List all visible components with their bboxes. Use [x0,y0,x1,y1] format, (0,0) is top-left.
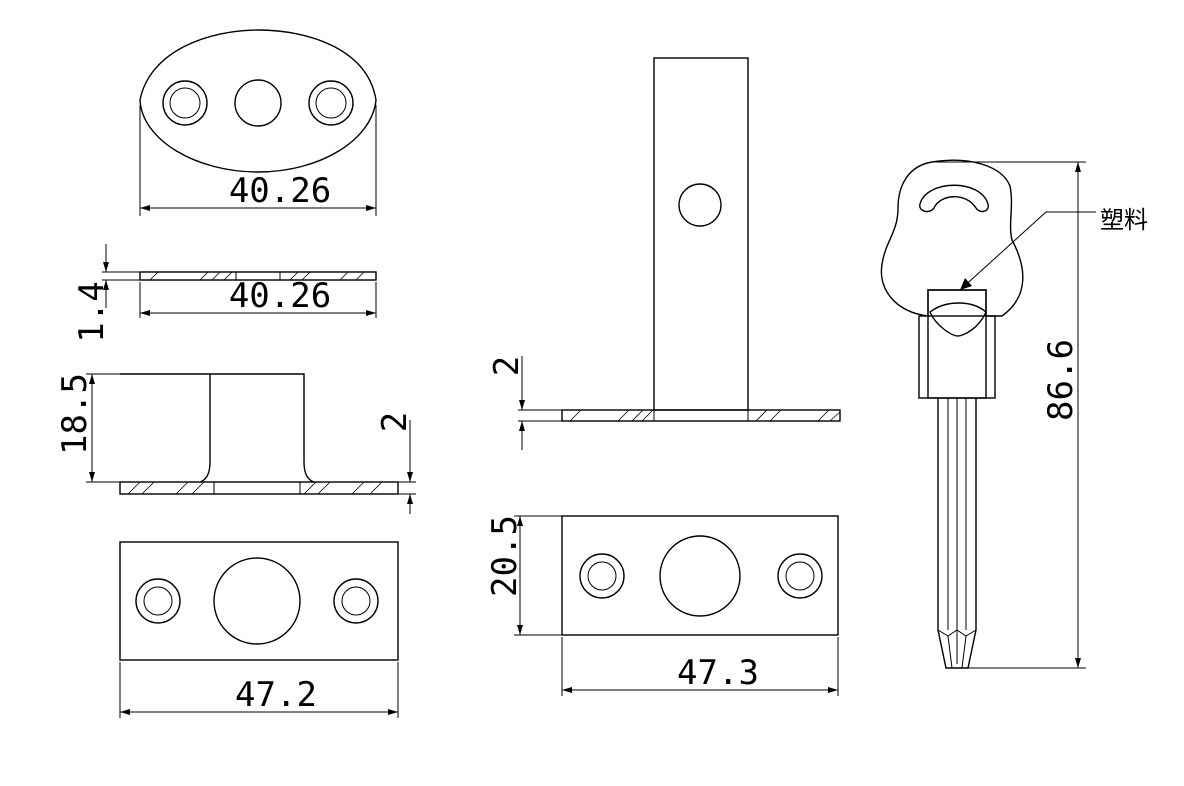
left-screw-hole [162,80,208,126]
oval-width-label: 40.26 [229,171,331,211]
sleeve-height-label: 18.5 [55,373,95,455]
key-view: 86.6 塑料 [880,159,1148,669]
key-length-label: 86.6 [1041,339,1081,421]
bolt-plate-height-label: 20.5 [485,515,525,597]
left-plate-center-hole [213,557,301,645]
left-plate-left-hole [135,578,181,624]
material-note: 塑料 [1100,206,1148,234]
sleeve-side-view: 18.5 2 [55,373,416,514]
right-screw-hole [308,80,354,126]
bolt-plate-width-label: 47.3 [677,653,759,693]
left-rect-plate-view: 47.2 [119,541,399,718]
bolt-plate-view: 20.5 47.3 [485,515,839,696]
key-head [880,159,1024,317]
left-plate-right-hole [333,578,379,624]
material-leader [959,211,1096,291]
bolt-pin-hole [678,183,722,227]
key-blade [937,398,977,669]
bolt-plate-center-hole [659,535,741,617]
bolt-plate-right-hole [777,553,823,599]
bolt-plate-left-hole [579,553,625,599]
oval-plate-section: 1.4 40.26 [72,244,377,343]
oval-plate-view: 40.26 [139,29,377,216]
bolt-side-view: 2 [487,57,841,450]
center-hole [234,79,282,127]
oval-plate-thickness-label: 1.4 [72,281,112,342]
key-slot [919,184,989,213]
bolt-plate-thickness-label: 2 [487,356,527,376]
oval-plate-width-label: 40.26 [229,276,331,316]
left-plate-width-label: 47.2 [235,675,317,715]
left-plate-thickness-label: 2 [375,412,415,432]
